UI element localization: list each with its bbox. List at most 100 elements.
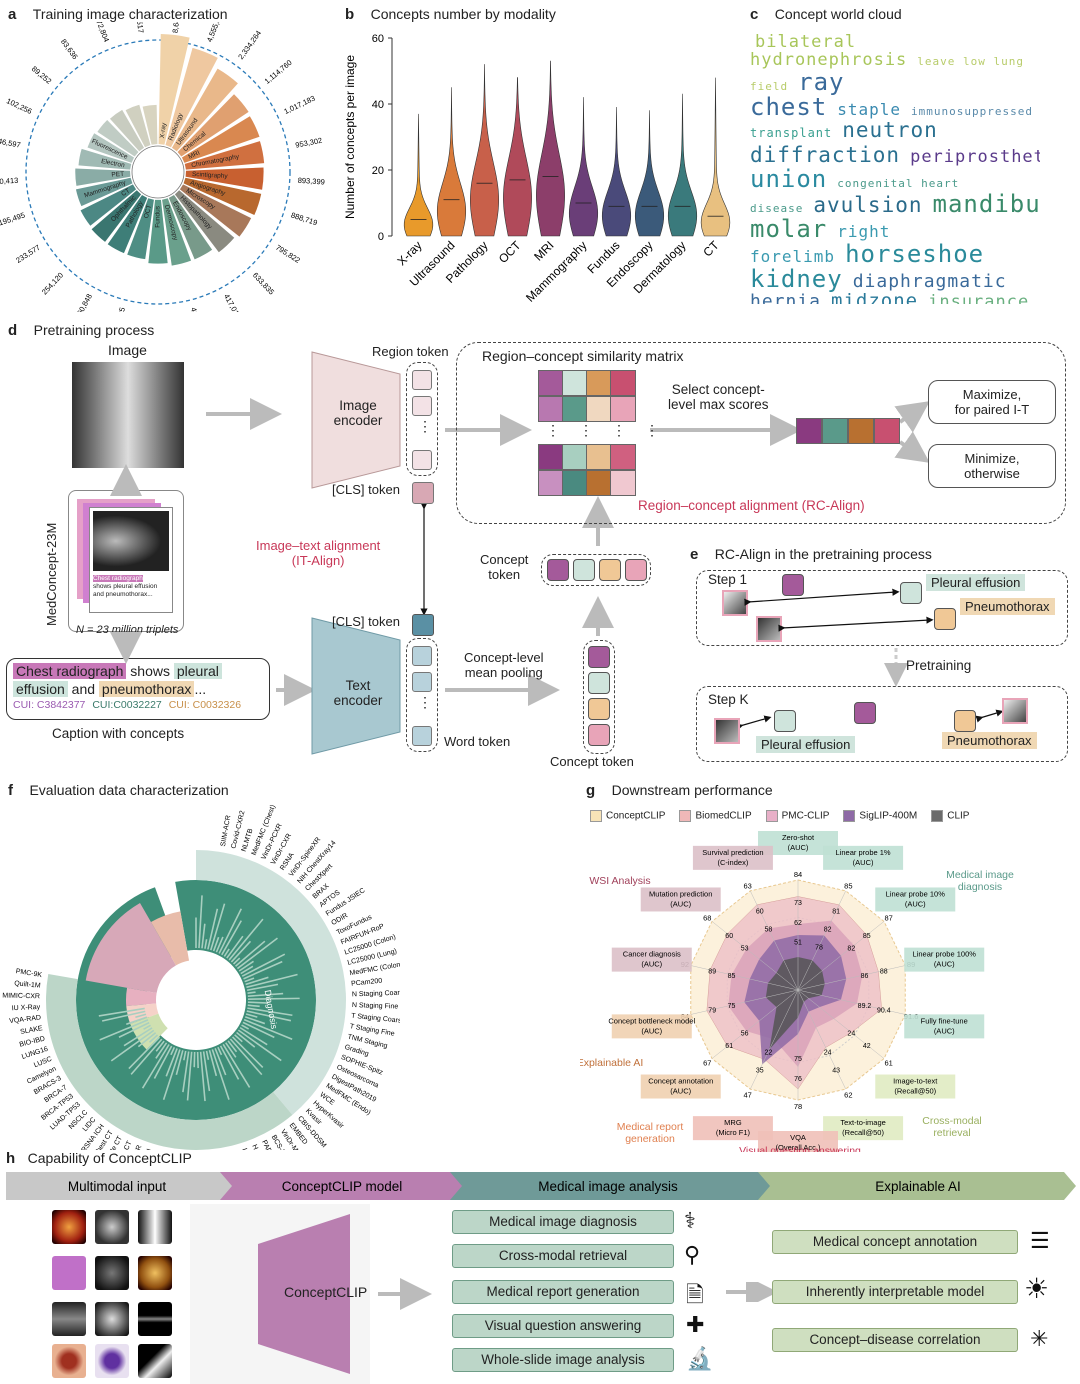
axis-value-label: 35 bbox=[756, 1067, 764, 1074]
input-cell bbox=[95, 1344, 129, 1378]
axis-name-label: Concept bottleneck model bbox=[608, 1016, 695, 1025]
checklist-icon: ☰ bbox=[1030, 1228, 1050, 1254]
cls-token-image-label: [CLS] token bbox=[332, 482, 400, 497]
sim-matrix-top bbox=[538, 370, 634, 422]
concept-token-bottom-label: Concept token bbox=[550, 754, 634, 769]
legend-entry: ConceptCLIP bbox=[590, 810, 665, 822]
panel-a: a Training image characterization 8,640,… bbox=[0, 0, 330, 310]
axis-value-label: 79 bbox=[708, 1008, 716, 1015]
matrix-cell bbox=[586, 370, 612, 396]
axis-value-label: 75 bbox=[728, 1003, 736, 1010]
y-tick-label: 0 bbox=[378, 231, 384, 243]
axis-value-label: 60 bbox=[725, 933, 733, 940]
matrix-cell bbox=[562, 444, 588, 470]
xai-1: Medical concept annotation bbox=[772, 1230, 1018, 1254]
axis-name-label: Fully fine-tune bbox=[921, 1016, 968, 1025]
text-encoder-label: Text encoder bbox=[330, 678, 386, 708]
concept-v-3 bbox=[588, 698, 610, 720]
violin-shape bbox=[536, 61, 564, 236]
axis-max-label: 47 bbox=[743, 1091, 751, 1100]
max-score-cell bbox=[848, 418, 874, 444]
analysis-5: Whole-slide image analysis bbox=[452, 1348, 674, 1372]
stepk-concept-green bbox=[774, 710, 796, 732]
word-token-dots: ⋮ bbox=[418, 694, 432, 711]
violin-shape bbox=[404, 114, 433, 236]
count-label: 417,018 bbox=[222, 292, 243, 312]
axis-name-label: (Micro F1) bbox=[716, 1128, 751, 1137]
model-label: ConceptCLIP bbox=[284, 1284, 367, 1300]
matrix-cell bbox=[586, 470, 612, 496]
dataset-label: SIIM-ACR bbox=[220, 815, 232, 847]
cls-token-text-label: [CLS] token bbox=[332, 614, 400, 629]
group-label: Cross-modal bbox=[922, 1115, 982, 1127]
axis-name-label: Image-to-text bbox=[893, 1077, 938, 1086]
x-tick-label: CT bbox=[700, 238, 722, 260]
cloud-word: staple bbox=[837, 100, 901, 119]
search-icon: ⚲ bbox=[684, 1242, 700, 1268]
axis-name-label: Cancer diagnosis bbox=[623, 950, 681, 959]
axis-value-label: 22 bbox=[765, 1049, 773, 1056]
analysis-3: Medical report generation bbox=[452, 1280, 674, 1304]
stethoscope-icon: ⚕ bbox=[684, 1208, 696, 1234]
region-token-3 bbox=[412, 450, 432, 470]
panel-f-letter: f bbox=[8, 782, 13, 799]
axis-value-label: 43 bbox=[832, 1067, 840, 1074]
axis-name-label: VQA bbox=[790, 1133, 806, 1142]
matrix-cell bbox=[538, 396, 564, 422]
stepk-concept-orange bbox=[954, 710, 976, 732]
legend-entry: BiomedCLIP bbox=[679, 810, 751, 822]
count-label: 4,555,861 bbox=[205, 22, 226, 43]
axis-name-label: (AUC) bbox=[905, 899, 926, 908]
axis-name-label: (AUC) bbox=[788, 843, 809, 852]
cloud-word: periprosthetic bbox=[910, 147, 1040, 167]
concept-v-2 bbox=[588, 672, 610, 694]
cls-token-text bbox=[412, 614, 434, 636]
panel-g-title: Downstream performance bbox=[612, 782, 773, 798]
modality-label: X-ray bbox=[159, 122, 168, 139]
axis-value-label: 85 bbox=[863, 933, 871, 940]
y-tick-label: 20 bbox=[372, 165, 384, 177]
axis-value-label: 89.2 bbox=[858, 1003, 872, 1010]
legend-entry: PMC-CLIP bbox=[766, 810, 830, 822]
axis-value-label: 61 bbox=[725, 1043, 733, 1050]
concept-token-label: Concept token bbox=[480, 552, 528, 582]
input-endoscopy bbox=[138, 1256, 172, 1290]
count-label: 102,256 bbox=[5, 96, 33, 116]
axis-value-label: 85 bbox=[728, 973, 736, 980]
count-label: 89,252 bbox=[30, 64, 53, 86]
stage-banner: Multimodal input ConceptCLIP model Medic… bbox=[0, 1172, 1080, 1202]
count-label: 413,704 bbox=[189, 306, 204, 312]
stepk-img1 bbox=[714, 718, 740, 744]
concept-v-4 bbox=[588, 724, 610, 746]
input-fundus bbox=[52, 1210, 86, 1244]
dataset-label: IU X-Ray bbox=[12, 1004, 41, 1012]
matrix-cell bbox=[562, 370, 588, 396]
dataset-label: N Staging Fine bbox=[352, 1002, 399, 1011]
matrix-cell bbox=[562, 470, 588, 496]
count-label: 1,017,183 bbox=[283, 94, 317, 116]
violin-shape bbox=[470, 64, 498, 236]
sim-matrix-bottom bbox=[538, 444, 634, 496]
cls-token-image bbox=[412, 482, 434, 504]
axis-value-label: 51 bbox=[794, 940, 802, 947]
chat-add-icon: ✚ bbox=[686, 1312, 704, 1338]
analysis-2: Cross-modal retrieval bbox=[452, 1244, 674, 1268]
violin-shape bbox=[602, 107, 631, 236]
axis-max-label: 63 bbox=[743, 881, 751, 890]
matrix-cell bbox=[586, 444, 612, 470]
bar-mark bbox=[198, 1052, 199, 1068]
matrix-cell bbox=[610, 444, 636, 470]
cloud-word: ray chest bbox=[750, 68, 844, 121]
axis-name-label: (AUC) bbox=[670, 1087, 691, 1096]
dataset-label: SLAKE bbox=[20, 1025, 44, 1036]
y-tick-label: 40 bbox=[372, 99, 384, 111]
count-label: 233,577 bbox=[14, 243, 42, 265]
x-tick-label: MRI bbox=[531, 238, 556, 263]
panel-f-title: Evaluation data characterization bbox=[29, 782, 228, 798]
input-mri bbox=[95, 1210, 129, 1244]
panel-d: d Pretraining process Image MedConcept-2… bbox=[0, 318, 1080, 778]
stepk-label: Step K bbox=[708, 692, 749, 707]
count-label: 260,848 bbox=[73, 292, 94, 312]
